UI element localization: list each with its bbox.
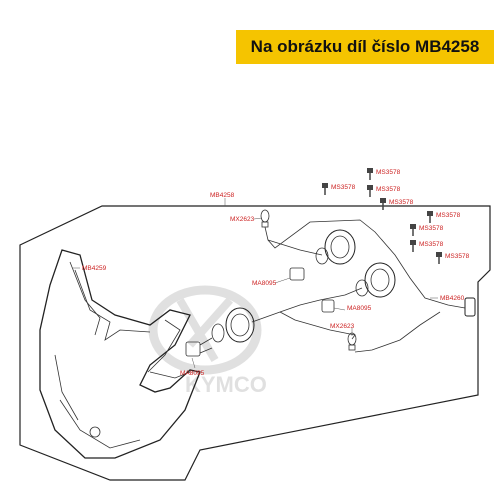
screw-icon: [410, 240, 416, 252]
banner-text: Na obrázku díl číslo MB4258: [250, 37, 480, 56]
label-mb4259: MB4259: [82, 265, 107, 272]
leader-lines: [72, 198, 438, 369]
label-mx2623-bottom: MX2623: [330, 323, 355, 330]
label-ma8095-b: MA8095: [347, 305, 372, 312]
label-ms3578: MS3578: [376, 169, 401, 176]
kymco-watermark-logo: KYMCO: [148, 285, 267, 397]
screw-icon: [410, 224, 416, 236]
label-ms3578: MS3578: [419, 241, 444, 248]
screw-icon: [367, 185, 373, 197]
screw-icon: [427, 211, 433, 223]
wiring-harness: [251, 219, 476, 353]
label-ms3578: MS3578: [436, 212, 461, 219]
label-ms3578: MS3578: [331, 184, 356, 191]
screw-icon: [367, 168, 373, 180]
label-ma8095-a: MA8095: [252, 280, 277, 287]
screw-icon: [322, 183, 328, 195]
screws-group: [322, 168, 442, 264]
label-mb4258: MB4258: [210, 192, 235, 199]
headlight-housing: [39, 249, 201, 459]
left-bulb-socket: [185, 307, 255, 357]
label-ms3578: MS3578: [419, 225, 444, 232]
label-mx2623-top: MX2623: [230, 216, 255, 223]
screw-icon: [436, 252, 442, 264]
label-ms3578: MS3578: [445, 253, 470, 260]
small-bulb-top: [260, 209, 270, 228]
screw-icon: [380, 198, 386, 210]
label-ms3578: MS3578: [376, 186, 401, 193]
right-bulb-socket-lower: [321, 262, 396, 313]
diagram-frame: [19, 205, 491, 481]
right-bulb-socket-upper: [289, 229, 356, 281]
label-mb4260: MB4260: [440, 295, 465, 302]
label-ma8095-c: MA8095: [180, 370, 205, 377]
part-number-banner: Na obrázku díl číslo MB4258: [236, 30, 494, 64]
label-ms3578: MS3578: [389, 199, 414, 206]
